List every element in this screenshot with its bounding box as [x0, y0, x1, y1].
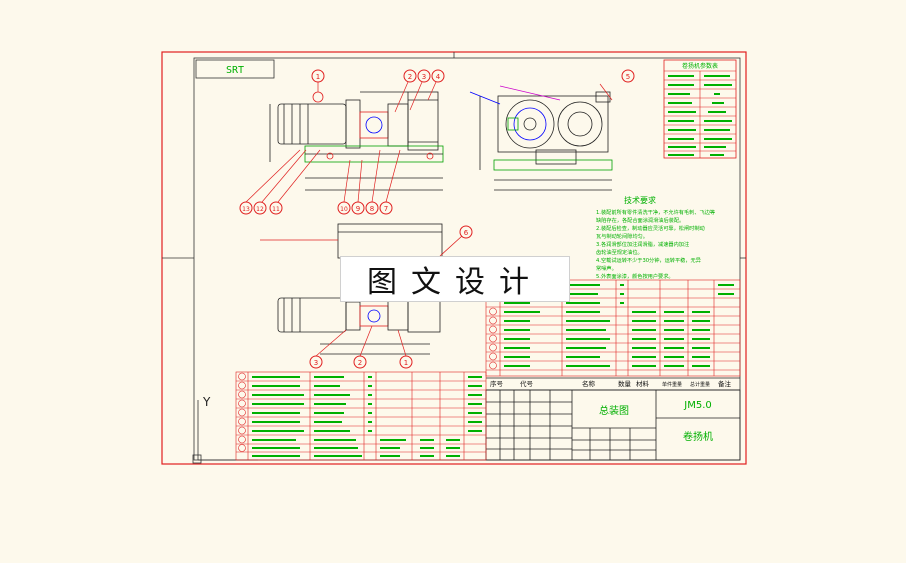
svg-text:名称: 名称 [582, 379, 596, 388]
svg-text:单件重量: 单件重量 [662, 381, 682, 388]
balloon-6: 6 [459, 225, 473, 239]
balloon-3: 3 [417, 69, 431, 83]
tech-req-title: 技术要求 [624, 195, 656, 205]
balloon-11: 11 [269, 201, 283, 215]
balloon-12: 12 [253, 201, 267, 215]
svg-text:10: 10 [340, 206, 348, 213]
balloon-7: 7 [379, 201, 393, 215]
plan-view [260, 223, 463, 355]
svg-text:代号: 代号 [520, 379, 534, 388]
balloon-13: 13 [239, 201, 253, 215]
drawing-title: 总装图 [599, 404, 629, 417]
svg-text:序号: 序号 [490, 379, 504, 388]
tech-req-line: 3.各润滑部位加注润滑脂，减速器内加注 [596, 240, 689, 248]
side-view [469, 85, 613, 191]
svg-text:9: 9 [356, 205, 360, 213]
balloon-10: 10 [337, 201, 351, 215]
svg-text:1: 1 [404, 359, 408, 367]
svg-text:3: 3 [422, 73, 426, 81]
tech-req-line: 1.装配前所有零件清洗干净，不允许有毛刺、飞边等 [596, 208, 715, 216]
balloon-1b: 1 [399, 355, 413, 369]
svg-text:备注: 备注 [718, 379, 732, 388]
balloon-9: 9 [351, 201, 365, 215]
svg-text:5: 5 [626, 73, 630, 81]
svg-text:2: 2 [408, 73, 412, 81]
technical-requirements: 技术要求 1.装配前所有零件清洗干净，不允许有毛刺、飞边等 缺陷存在，各配合面涂… [596, 195, 715, 280]
svg-text:13: 13 [242, 206, 250, 213]
parts-list-header-row: 序号 代号 名称 数量 材料 单件重量 总计重量 备注 [490, 379, 732, 388]
svg-text:11: 11 [272, 206, 280, 213]
svg-text:8: 8 [370, 205, 374, 213]
watermark-banner: 图文设计 [340, 256, 570, 302]
parts-list-left [235, 371, 487, 461]
balloon-4: 4 [431, 69, 445, 83]
svg-text:12: 12 [256, 206, 264, 213]
parameter-table: 卷扬机参数表 [663, 59, 737, 159]
tech-req-line: 瓦与制动轮间隙均匀。 [596, 232, 648, 240]
svg-text:2: 2 [358, 359, 362, 367]
balloon-3b: 3 [309, 355, 323, 369]
svg-text:4: 4 [436, 73, 441, 81]
svg-text:7: 7 [384, 205, 388, 213]
balloon-2: 2 [403, 69, 417, 83]
product-name: 卷扬机 [683, 430, 713, 443]
axis-label-y: Y [202, 395, 211, 409]
balloon-group: 1 2 3 4 5 6 7 8 9 10 11 12 13 3 2 1 [239, 69, 635, 369]
balloon-5: 5 [621, 69, 635, 83]
corner-code-box [195, 59, 275, 79]
svg-text:1: 1 [316, 73, 320, 81]
svg-text:材料: 材料 [636, 379, 650, 388]
tech-req-line: 5.外表面涂漆，颜色按用户要求。 [596, 272, 674, 280]
svg-text:3: 3 [314, 359, 318, 367]
front-view [269, 91, 444, 191]
svg-text:总计重量: 总计重量 [690, 381, 710, 388]
tech-req-line: 2.装配后检查，制动器应灵活可靠，松闸时制动 [596, 224, 705, 232]
balloon-8: 8 [365, 201, 379, 215]
tech-req-line: 4.空载试运转不少于30分钟，运转平稳，无异 [596, 256, 701, 264]
corner-code: SRT [226, 65, 244, 76]
tech-req-line: 缺陷存在，各配合面涂润滑油后装配。 [596, 216, 684, 224]
drawing-number: JM5.0 [683, 400, 711, 411]
parts-list-right [485, 279, 741, 377]
svg-text:数量: 数量 [618, 379, 632, 388]
svg-text:6: 6 [464, 229, 469, 237]
tech-req-line: 常噪声。 [596, 264, 617, 272]
tech-req-line: 齿轮油至规定油位。 [596, 248, 643, 256]
parameter-table-header: 卷扬机参数表 [682, 62, 718, 70]
balloon-1: 1 [311, 69, 325, 83]
balloon-2b: 2 [353, 355, 367, 369]
